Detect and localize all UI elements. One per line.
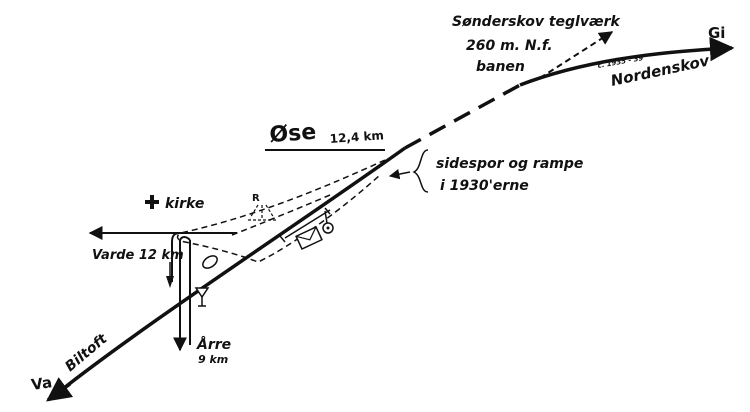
post-office-icon — [295, 226, 323, 250]
siding-note-arrow — [388, 168, 411, 180]
siding-track-inner — [231, 194, 331, 236]
endpoint-north-label: Gi — [708, 24, 725, 42]
varde-label: Varde 12 km — [92, 248, 184, 263]
siding-track — [176, 159, 386, 263]
siding-note-brace — [412, 149, 429, 193]
road-to-varde — [90, 233, 237, 282]
railway-main-line-south — [53, 146, 407, 397]
sonderskov-spur — [539, 31, 614, 79]
railway-dashed-section — [404, 83, 521, 150]
station-platform — [284, 209, 331, 239]
siding-note-line2: i 1930'erne — [440, 178, 529, 194]
platform-end-mark — [279, 207, 331, 243]
sonderskov-label-line2: 260 m. N.f. — [466, 38, 553, 54]
station-building — [202, 255, 218, 269]
rampe-marker-lines — [248, 204, 276, 221]
arre-distance-label: 9 km — [198, 353, 228, 366]
telephone-icon — [322, 210, 334, 234]
station-name-label: Øse — [269, 120, 317, 148]
sonderskov-label-line3: banen — [476, 59, 525, 75]
rampe-marker-label: R — [252, 193, 260, 204]
sonderskov-label-line1: Sønderskov teglværk — [452, 14, 622, 30]
road-junction — [179, 236, 191, 241]
railway-south-arrow — [46, 377, 74, 402]
tree-icon — [166, 262, 174, 288]
siding-note-line1: sidespor og rampe — [436, 156, 583, 172]
kirke-label: kirke — [165, 196, 204, 212]
biltoft-label: Biltoft — [62, 330, 111, 375]
station-distance-label: 12,4 km — [329, 128, 384, 146]
inn-icon — [194, 287, 210, 307]
endpoint-south-label: Va — [30, 373, 53, 394]
church-cross-icon — [145, 195, 159, 209]
arre-name-label: Årre — [196, 336, 231, 353]
